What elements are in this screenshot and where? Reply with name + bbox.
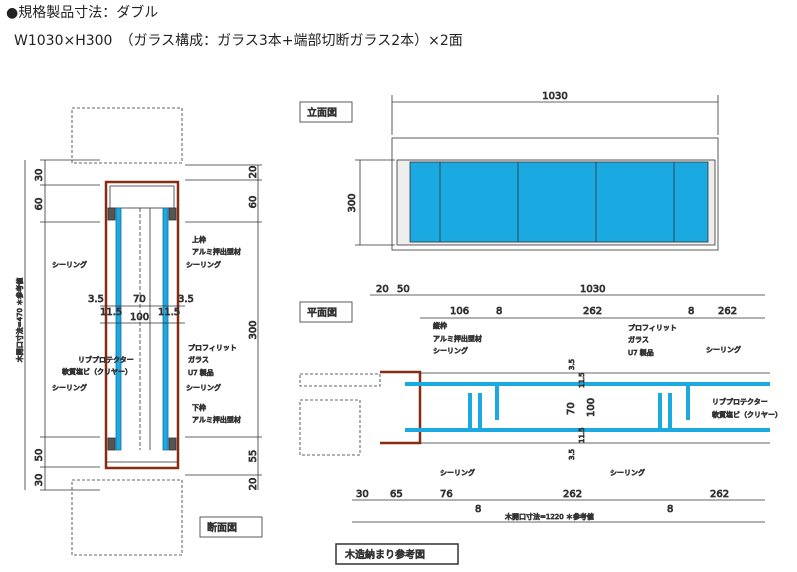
note: 下枠 <box>192 403 206 412</box>
note: 軟質塩ビ（クリヤー） <box>62 367 132 376</box>
dim-total: 木開口寸法=1220 ＊参考値 <box>505 512 594 521</box>
dim: 8 <box>667 504 673 515</box>
section-view: 30 60 50 30 20 60 300 55 20 木開口寸法=470 ＊参… <box>15 107 263 556</box>
note: ガラス <box>188 355 209 364</box>
note: 上枠 <box>192 235 206 244</box>
note: プロフィリット <box>188 344 237 352</box>
dim: 3.5 <box>178 294 194 305</box>
note: U7 製品 <box>628 348 654 357</box>
note: シーリング <box>440 468 475 477</box>
note: リブプロテクター <box>78 355 134 364</box>
note: アルミ押出型材 <box>192 415 241 424</box>
dim: 65 <box>390 489 403 500</box>
dim: 100 <box>586 398 597 417</box>
dim: 300 <box>347 193 358 212</box>
dim: 8 <box>688 306 694 317</box>
dim: 20 <box>248 478 259 491</box>
section-label: 断面図 <box>207 521 237 534</box>
dim: 11.5 <box>158 307 180 318</box>
dim: 30 <box>34 474 45 487</box>
dim: 50 <box>397 284 410 295</box>
note: シーリング <box>706 345 741 354</box>
plan-label: 平面図 <box>307 307 337 319</box>
note: アルミ押出型材 <box>192 247 241 256</box>
dim: 262 <box>583 306 602 317</box>
dim: 3.5 <box>568 449 576 460</box>
footer-label: 木造納まり参考図 <box>345 548 425 561</box>
note: ガラス <box>628 335 649 344</box>
dim: 11.5 <box>578 372 586 388</box>
note: 軟質塩ビ（クリヤー） <box>712 410 782 419</box>
page-subtitle: W1030×H300 （ガラス構成：ガラス3本+端部切断ガラス2本）×2面 <box>14 33 463 49</box>
dim: 100 <box>130 312 149 323</box>
dim: 3.5 <box>568 359 576 370</box>
dim: 300 <box>248 320 259 339</box>
note: プロフィリット <box>628 324 677 332</box>
dim: 8 <box>496 306 502 317</box>
plan-view: 平面図 20 50 1030 106 8 262 8 262 30 65 76 … <box>299 284 782 523</box>
note: U7 製品 <box>188 368 214 377</box>
note: アルミ押出型材 <box>433 334 482 343</box>
dim-total: 木開口寸法=470 ＊参考値 <box>15 278 24 362</box>
dim: 30 <box>34 169 45 182</box>
note: シーリング <box>52 383 87 392</box>
glass-left <box>115 207 122 451</box>
dim: 60 <box>248 196 259 209</box>
dim: 70 <box>566 402 577 415</box>
note: 縦枠 <box>433 321 447 330</box>
glass-right <box>162 207 169 451</box>
elevation-glass <box>409 161 709 243</box>
dim: 1030 <box>542 91 567 102</box>
dim: 106 <box>450 306 469 317</box>
dim: 262 <box>718 306 737 317</box>
dim: 11.5 <box>100 307 122 318</box>
elevation-label: 立面図 <box>307 106 337 119</box>
elevation-view: 立面図 1030 300 <box>299 91 719 251</box>
note: シーリング <box>186 383 221 392</box>
note: シーリング <box>52 260 87 269</box>
dim: 70 <box>133 294 146 305</box>
dim: 3.5 <box>88 294 104 305</box>
note: リブプロテクター <box>712 397 768 406</box>
dim: 1030 <box>580 284 605 295</box>
dim: 55 <box>248 450 259 463</box>
dim: 11.5 <box>578 427 586 443</box>
note: シーリング <box>186 260 221 269</box>
dim: 30 <box>356 489 369 500</box>
dim: 20 <box>248 166 259 179</box>
dim: 50 <box>34 449 45 462</box>
dim: 262 <box>710 489 729 500</box>
dim: 8 <box>475 504 481 515</box>
note: シーリング <box>433 346 468 355</box>
dim: 262 <box>563 489 582 500</box>
dim: 20 <box>376 284 389 295</box>
page-title: ●規格製品寸法：ダブル <box>6 5 159 21</box>
dim: 60 <box>34 198 45 211</box>
dim: 76 <box>440 489 453 500</box>
section-frame <box>104 180 180 470</box>
note: シーリング <box>610 468 645 477</box>
